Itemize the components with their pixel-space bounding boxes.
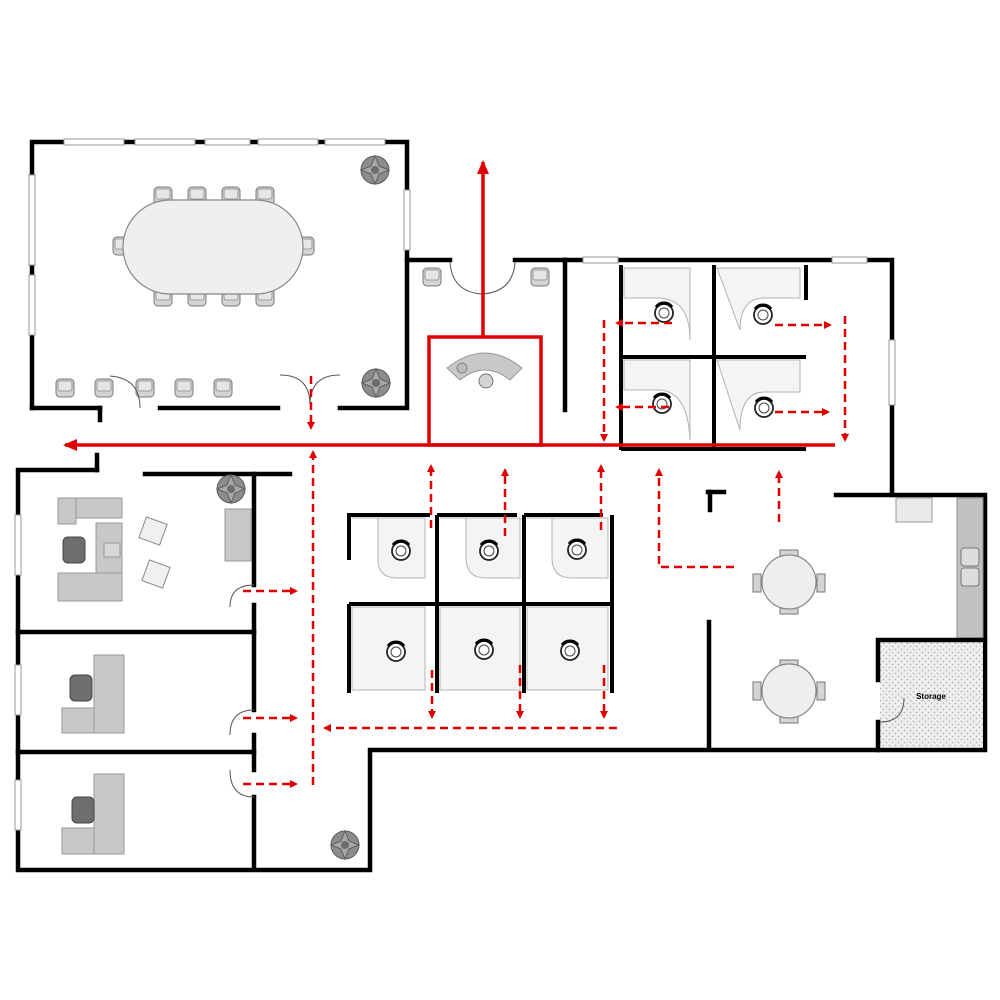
round-table-icon — [752, 659, 826, 724]
sink-icon — [960, 547, 980, 587]
office-chair-icon — [385, 640, 407, 663]
office-chair-icon — [651, 392, 673, 415]
double-door-icon — [279, 374, 341, 406]
office-chair-icon — [69, 674, 93, 702]
desk-icon — [61, 773, 125, 855]
break-area — [705, 489, 984, 751]
appliance-icon — [895, 497, 933, 523]
plant-icon — [216, 474, 246, 504]
reception-desk-icon — [446, 352, 523, 381]
office-chair-icon — [566, 538, 588, 561]
central-cubicles — [347, 513, 614, 693]
conference-room — [55, 155, 391, 409]
guest-chairs — [138, 516, 171, 589]
lounge-chairs — [55, 378, 233, 398]
windows — [14, 138, 896, 831]
primary-evacuation-route — [63, 160, 835, 451]
reception — [422, 261, 550, 447]
entrance-door-icon — [449, 261, 516, 295]
door-swing-icon — [229, 709, 255, 736]
office-chair-icon — [753, 396, 775, 419]
office-chair-icon — [71, 796, 95, 824]
plant-icon — [361, 368, 391, 398]
office-chair-icon — [473, 638, 495, 661]
office-chair-icon — [752, 303, 774, 326]
door-swing-icon — [109, 375, 141, 409]
door-swing-icon — [879, 697, 905, 723]
office-chair-icon — [559, 639, 581, 662]
door-swing-icon — [229, 769, 255, 798]
upper-right-cubicles — [619, 265, 808, 451]
office-chair-icon — [390, 539, 412, 562]
round-table-icon — [752, 549, 826, 615]
storage-room: Storage — [875, 637, 988, 753]
private-offices — [15, 471, 360, 871]
desk-icon — [57, 497, 252, 602]
desk-icon — [61, 654, 125, 734]
conference-table-icon — [122, 199, 304, 295]
door-swing-icon — [229, 584, 255, 608]
office-chair-icon — [653, 301, 675, 324]
storage-label: Storage — [916, 692, 946, 701]
plant-icon — [360, 155, 390, 185]
evacuation-arrows — [243, 316, 849, 788]
office-chair-icon — [62, 536, 86, 564]
plant-icon — [330, 830, 360, 860]
office-chair-icon — [478, 539, 500, 562]
